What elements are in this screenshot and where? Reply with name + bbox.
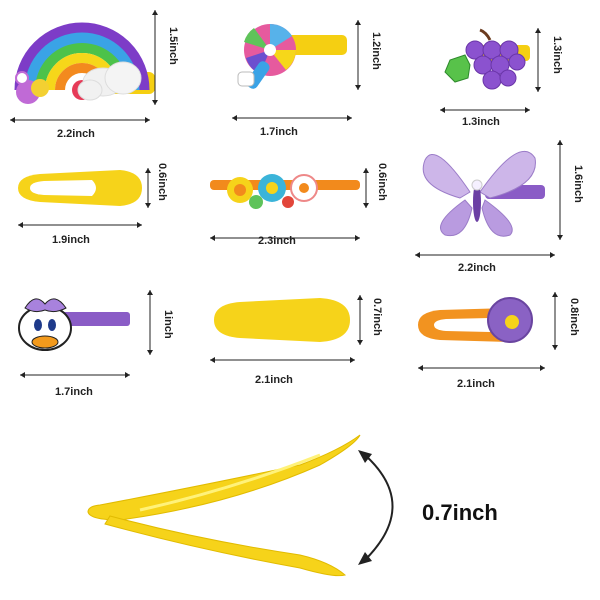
lollipop-width-label: 1.7inch (260, 126, 298, 138)
butterfly-height-label: 1.6inch (572, 165, 584, 203)
flower-2 (258, 174, 286, 202)
grape-dimension-lines (440, 28, 541, 113)
thickness-arrow (358, 450, 394, 565)
butterfly-width-label: 2.2inch (458, 262, 496, 274)
lollipop-clip: 1.7inch 1.2inch (220, 0, 400, 145)
yellow-snap-small-height-label: 0.6inch (156, 163, 168, 201)
flower-clip: 2.3inch 0.6inch (200, 150, 400, 260)
duck-clip-image (18, 298, 130, 351)
yellow-snap-large-height-label: 0.7inch (371, 298, 383, 336)
duck-dimension-lines (20, 290, 153, 378)
flower-clip-image (210, 174, 360, 209)
snap-clip-detail: 0.7inch (0, 410, 600, 600)
butterfly-clip-image (422, 150, 545, 237)
rainbow-height-label: 1.5inch (167, 27, 179, 65)
grape-clip: 1.3inch 1.3inch (420, 0, 600, 145)
yellow-snap-clip-small: 1.9inch 0.6inch (0, 150, 200, 260)
grape-width-label: 1.3inch (462, 116, 500, 128)
lollipop-clip-image (237, 23, 347, 89)
rainbow-clip: 2.2inch 1.5inch (0, 0, 200, 145)
yellow-snap-clip-large: 2.1inch 0.7inch (200, 280, 400, 410)
crochet-dimension-lines (418, 292, 558, 371)
flower-dimension-lines (210, 168, 369, 241)
duck-height-label: 1inch (162, 310, 174, 339)
yellow-snap-small-width-label: 1.9inch (52, 234, 90, 246)
grape-height-label: 1.3inch (551, 36, 563, 74)
flower-height-label: 0.6inch (376, 163, 388, 201)
butterfly-dimension-lines (415, 140, 563, 258)
duck-width-label: 1.7inch (55, 386, 93, 398)
rainbow-clip-image (14, 22, 155, 104)
yellow-snap-small-dimension-lines (18, 168, 151, 228)
yellow-snap-large-dimension-lines (210, 295, 363, 363)
yellow-snap-clip-small-image (18, 170, 142, 206)
crochet-flower-snap-clip: 2.1inch 0.8inch (400, 280, 600, 410)
lollipop-dimension-lines (232, 20, 361, 121)
thickness-label: 0.7inch (422, 500, 498, 525)
grape-clip-image (444, 28, 530, 90)
duck-clip: 1.7inch 1inch (0, 280, 200, 410)
crochet-height-label: 0.8inch (568, 298, 580, 336)
rainbow-dimension-lines (10, 10, 158, 123)
crochet-width-label: 2.1inch (457, 378, 495, 390)
flower-3 (290, 174, 318, 202)
snap-clip-side-view (87, 434, 361, 577)
yellow-snap-large-width-label: 2.1inch (255, 374, 293, 386)
rainbow-width-label: 2.2inch (57, 128, 95, 140)
lollipop-height-label: 1.2inch (370, 32, 382, 70)
crochet-flower-snap-clip-image (418, 297, 533, 343)
flower-1 (227, 177, 253, 203)
yellow-snap-clip-large-image (214, 298, 350, 342)
butterfly-clip: 2.2inch 1.6inch (400, 130, 600, 280)
flower-width-label: 2.3inch (258, 235, 296, 247)
